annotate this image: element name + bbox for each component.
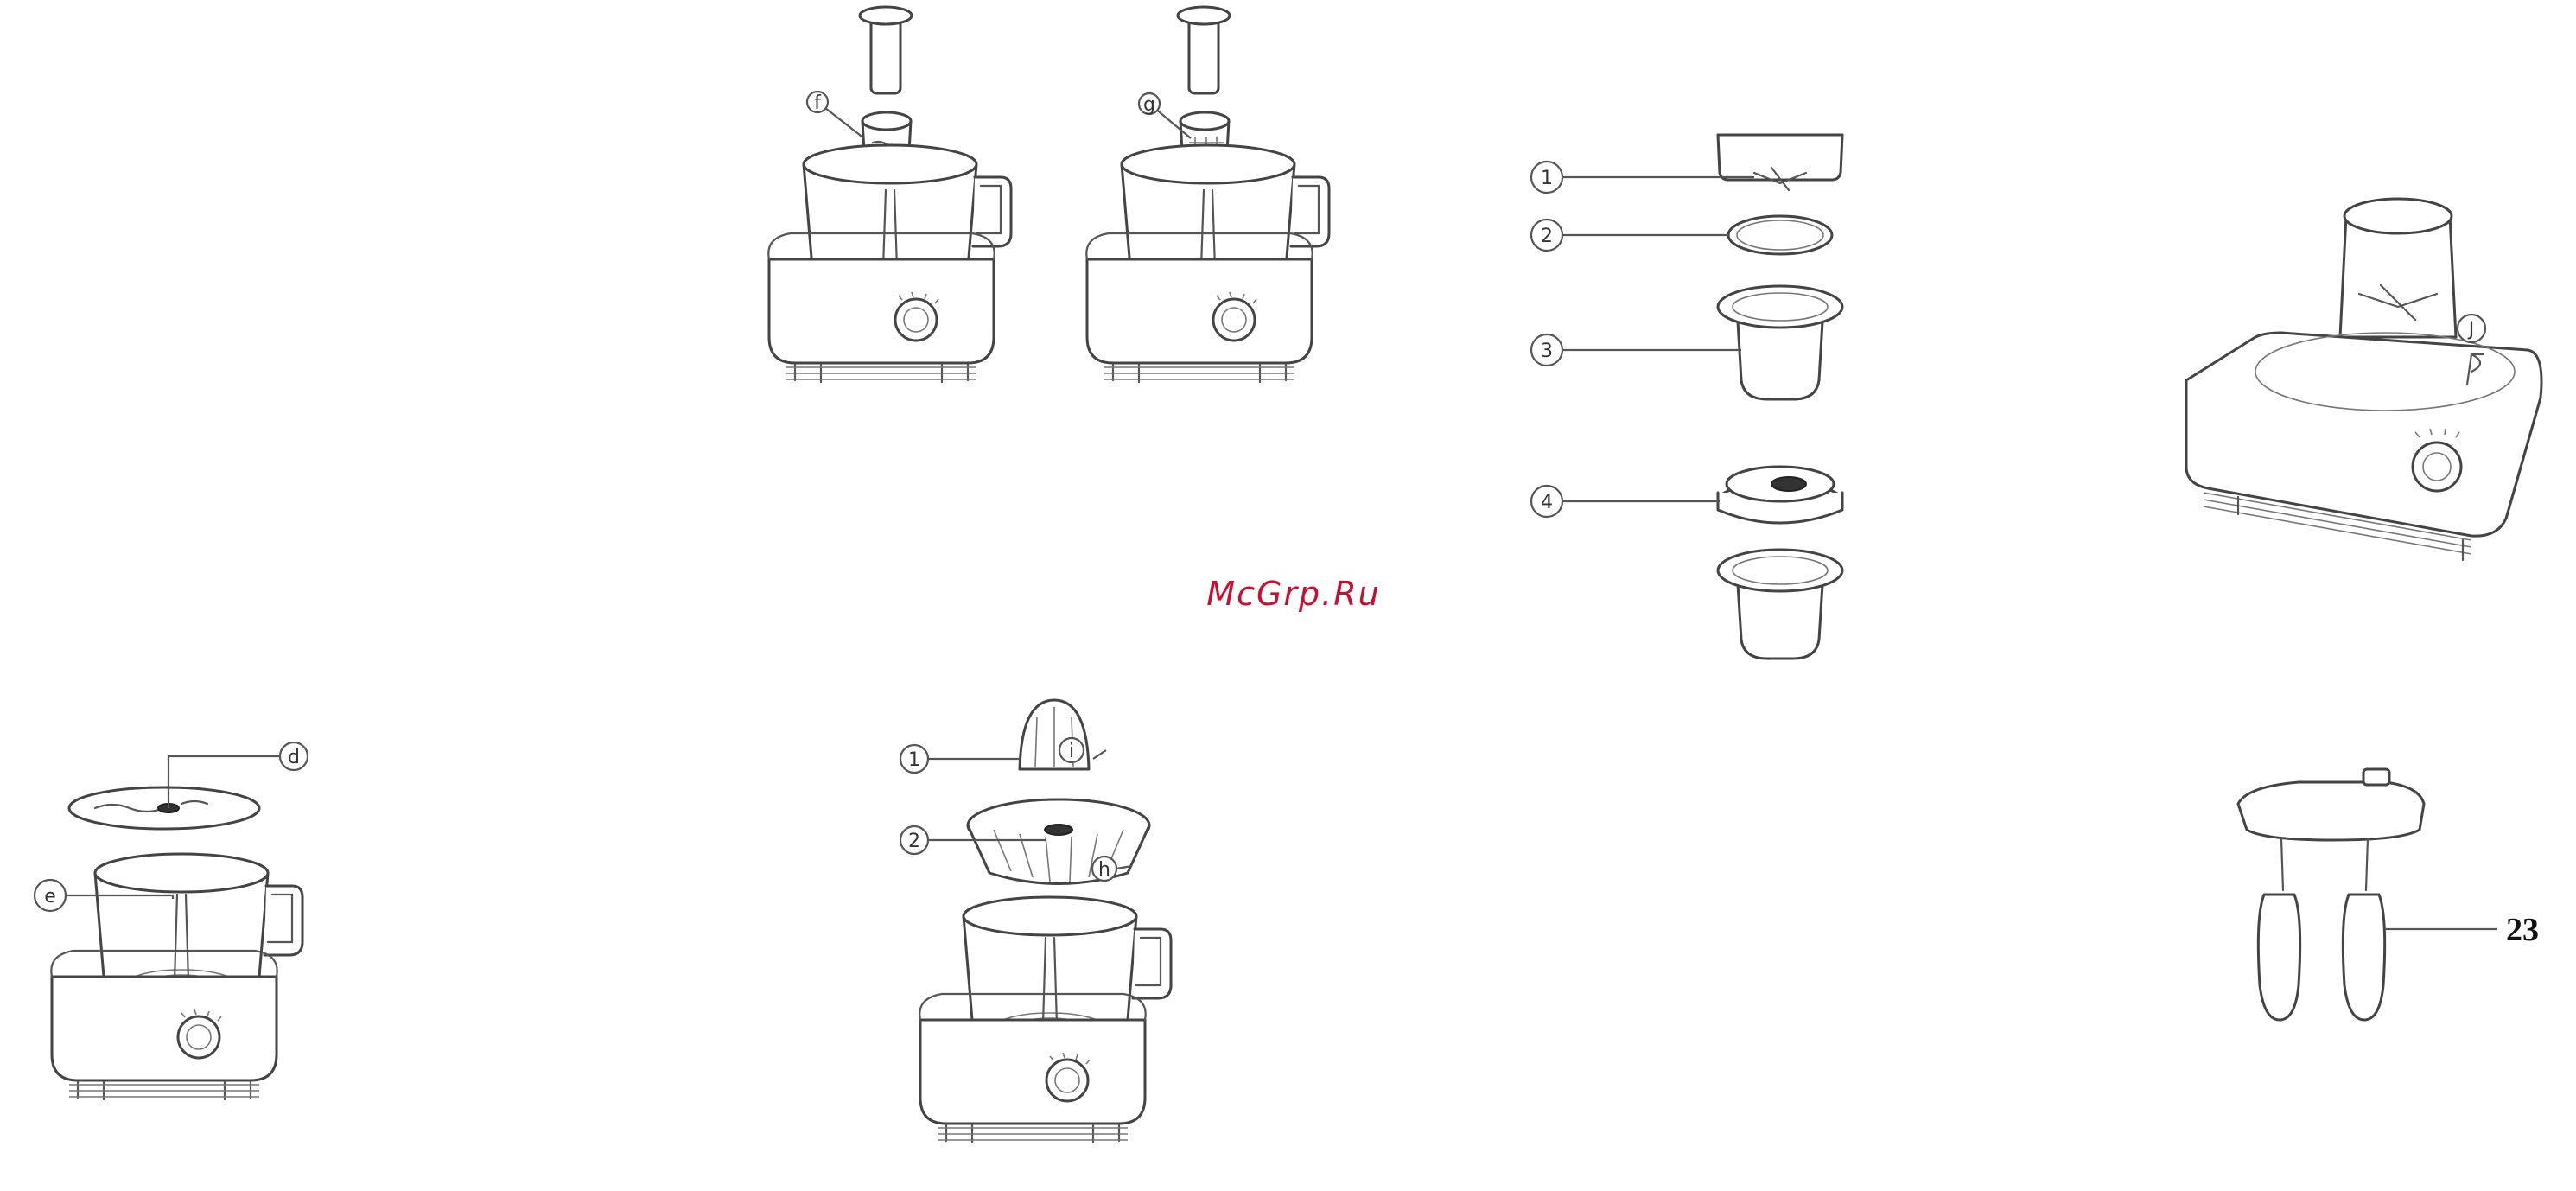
grinder-cup-on-base [2340,199,2456,337]
juicer-label-1: 1 [908,749,920,771]
grinder-part-4: 4 [1531,467,1842,523]
figure-disc-on-bowl: d e [35,742,308,1099]
part-number-label: 23 [2506,912,2539,948]
beater-right-illustration [2343,838,2384,1020]
juicer-strainer-illustration [968,799,1149,884]
callout-part-number: 23 [2385,912,2539,948]
grinder-label-2: 2 [1541,226,1553,247]
pusher-illustration [860,7,912,93]
grinder-cup-assembled [1718,550,1842,659]
figure-beater-attachment: 23 [2238,769,2539,1020]
callout-f: f [807,92,864,138]
figure-slicing-disc: f [768,7,1011,382]
grinder-part-2: 2 [1531,216,1832,254]
figure-citrus-juicer: 1 2 i h [900,700,1171,1143]
grinder-part-3: 3 [1531,286,1842,399]
callout-h-label: h [1098,859,1110,881]
watermark-text: McGrp.Ru [1206,575,1380,613]
callout-juicer-1: 1 [900,745,1020,773]
disc-d-illustration [69,787,259,829]
juicer-label-2: 2 [908,831,920,852]
beater-head-illustration [2238,769,2424,840]
callout-d-label: d [288,747,300,768]
figure-grinder-on-base: J [2186,199,2541,560]
callout-g-label: g [1143,94,1155,116]
grinder-label-3: 3 [1541,341,1553,362]
callout-e-label: e [44,886,56,908]
base-illustration [2186,333,2541,560]
figure-grinder-parts: 1 2 3 4 [1531,135,1842,659]
callout-j-label: J [2467,319,2475,341]
grinder-part-1: 1 [1531,135,1842,193]
grinder-label-1: 1 [1541,168,1553,189]
callout-i-label: i [1069,741,1074,762]
grinder-label-4: 4 [1541,492,1553,513]
callout-f-label: f [814,92,822,114]
figure-grating-disc: g [1086,7,1329,382]
beater-left-illustration [2258,838,2299,1020]
pusher-illustration [1178,7,1230,93]
